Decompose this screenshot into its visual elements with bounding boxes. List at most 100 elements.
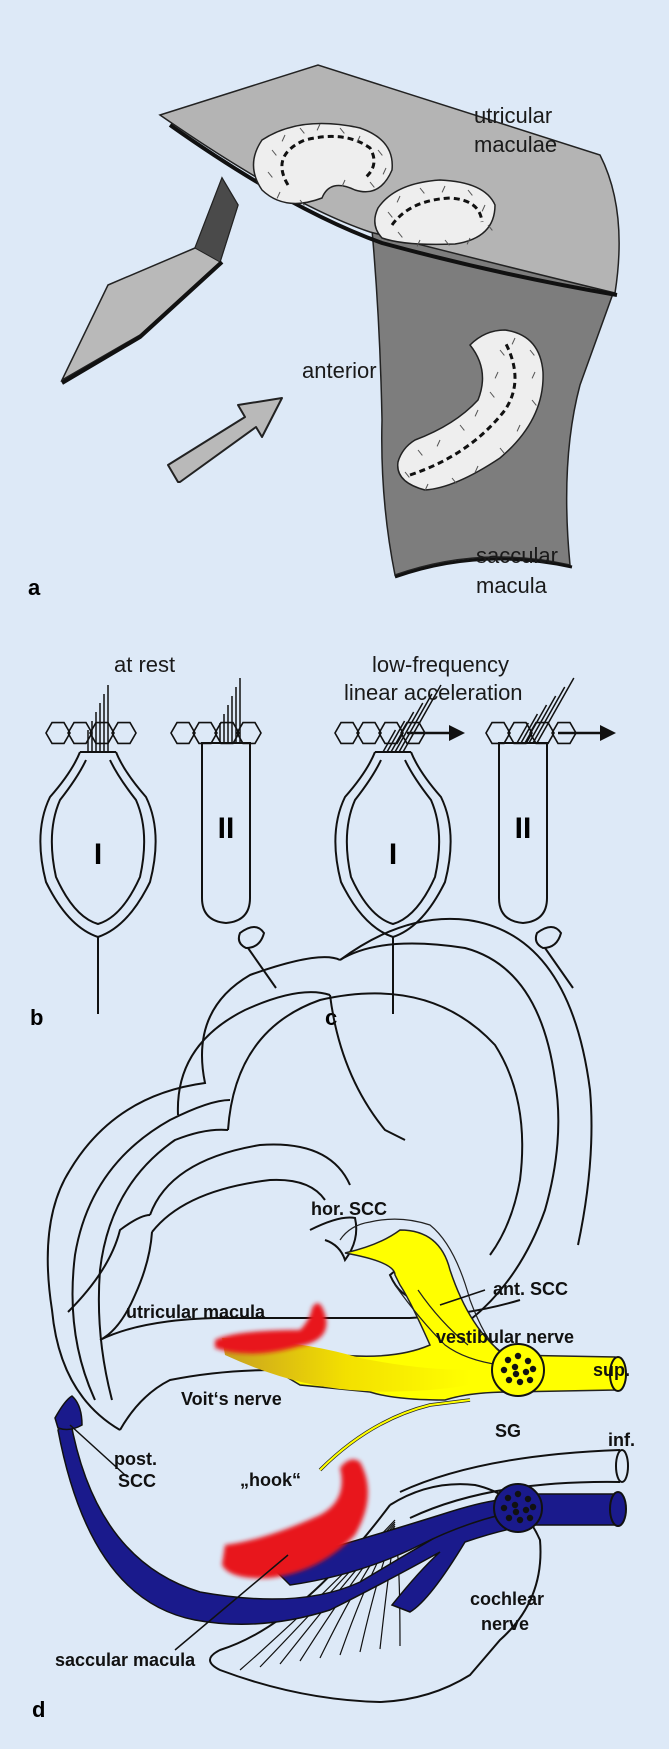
ganglion-cell	[504, 1356, 512, 1364]
label-hook: „hook“	[240, 1470, 301, 1490]
hair-bundle-mark	[299, 127, 305, 134]
hor-ampulla	[309, 1216, 358, 1263]
left-sheet-dark	[194, 176, 239, 263]
calyx-inner	[345, 759, 441, 926]
lowfreq-line-1: low-frequency	[372, 652, 509, 677]
ganglion-cell	[512, 1508, 520, 1516]
cochlear-line-1: cochlear	[470, 1589, 544, 1609]
saccular-line-2: macula	[476, 573, 548, 598]
hair-bundle-mark	[436, 439, 441, 447]
ganglion-cell	[514, 1490, 522, 1498]
sup-nerve-end	[609, 1356, 627, 1392]
hair-bundle-mark	[397, 231, 403, 238]
ganglion-cell	[514, 1352, 522, 1360]
saccular-macula-red	[222, 1459, 368, 1579]
leader-saccular	[174, 1554, 289, 1651]
otoconium	[111, 721, 137, 745]
hair-bundle-mark	[341, 179, 346, 187]
panel-d	[46, 917, 629, 1704]
post-scc-loop	[71, 1099, 231, 1401]
hair-bundle-mark	[529, 349, 535, 356]
label-utricular-macula: utricular macula	[126, 1302, 266, 1322]
stereocilium	[402, 684, 442, 753]
label-anterior: anterior	[302, 358, 377, 383]
hor-scc	[149, 1143, 351, 1233]
hair-bundle-mark	[377, 149, 383, 156]
ganglion-cell	[504, 1494, 512, 1502]
hair-bundle-mark	[444, 239, 450, 246]
type-ii-label: II	[515, 812, 532, 845]
utricular-macula-red	[215, 1303, 327, 1354]
hair-bundle-mark	[487, 224, 493, 231]
otoconia-row	[170, 721, 262, 745]
stereocilium	[394, 702, 424, 753]
hair-bundle-mark	[299, 199, 305, 206]
hair-bundle-mark	[489, 391, 495, 398]
bouton	[534, 926, 563, 950]
ganglion-cell	[511, 1363, 519, 1371]
postscc-line-1: post.	[114, 1449, 157, 1469]
ant-nerve-branch	[394, 1284, 501, 1366]
hair-bundle-mark	[459, 424, 465, 431]
arrow-icon	[167, 397, 283, 483]
calyx-inner	[50, 759, 146, 926]
hair-bundle-mark	[531, 371, 536, 379]
hair-bundle-mark	[276, 191, 281, 199]
scc-outer-outline-2	[339, 917, 593, 1246]
panel-label-b: b	[30, 1005, 43, 1030]
hair-bundle-mark	[382, 167, 387, 175]
hair-bundle-mark	[481, 204, 486, 212]
label-saccular-macula-a: saccular macula	[476, 543, 564, 598]
hair-bundle-mark	[466, 237, 471, 245]
sup-nerve-branch-hor	[339, 1218, 501, 1353]
ganglion-cell	[516, 1378, 524, 1386]
saccular-macula-striola	[409, 341, 517, 477]
stereocilium	[520, 713, 539, 744]
type-i-hair-cell	[39, 685, 157, 1014]
utricle-lower	[119, 1369, 276, 1431]
ganglion-cell	[522, 1506, 530, 1514]
arrow-icon	[449, 725, 465, 741]
hair-bundle-mark	[404, 471, 410, 478]
cochlear-line-2: nerve	[481, 1614, 529, 1634]
afferent-fiber	[247, 947, 277, 989]
otoconium	[45, 721, 71, 745]
ganglion-cell	[524, 1357, 532, 1365]
otoconia-row	[45, 721, 137, 745]
type-ii-hair-cell	[498, 677, 575, 989]
cell-body	[498, 742, 548, 925]
saccular-line-1: saccular	[476, 543, 558, 568]
leader-ant-scc	[439, 1289, 486, 1306]
arrow-icon	[600, 725, 616, 741]
stereocilium	[524, 704, 548, 744]
hair-bundle-mark	[281, 134, 286, 142]
ganglion-cell	[522, 1368, 530, 1376]
utricular-nerve-fan	[222, 1338, 470, 1392]
ganglion-cell	[529, 1503, 537, 1511]
otoconium	[170, 721, 196, 745]
hair-bundle-mark	[387, 211, 393, 218]
ganglion-cell	[524, 1495, 532, 1503]
inf-nerve-end	[609, 1491, 627, 1527]
voits-nerve-fill	[319, 1399, 471, 1471]
cochlear-nerve-end	[615, 1449, 629, 1483]
hair-bundle-mark	[419, 187, 425, 194]
bouton	[237, 926, 266, 950]
label-post-scc: post. SCC	[114, 1449, 162, 1491]
ganglion-cell	[512, 1370, 520, 1378]
label-at-rest: at rest	[114, 652, 175, 677]
otoconium	[551, 721, 577, 745]
type-i-label: I	[94, 838, 102, 871]
lowfreq-line-2: linear acceleration	[344, 680, 523, 705]
ant-scc-loop	[176, 991, 406, 1141]
otoconium	[485, 721, 511, 745]
label-utricular-maculae: utricular maculae	[474, 103, 558, 157]
otoconium	[356, 721, 382, 745]
superior-ganglion	[491, 1343, 545, 1397]
utricular-sheet-edge	[168, 123, 618, 297]
leader-post-scc	[69, 1424, 126, 1476]
ant-scc-inner-loop	[227, 992, 524, 1256]
hair-bundle-mark	[271, 149, 277, 156]
type-i-hair-cell	[334, 684, 452, 1014]
